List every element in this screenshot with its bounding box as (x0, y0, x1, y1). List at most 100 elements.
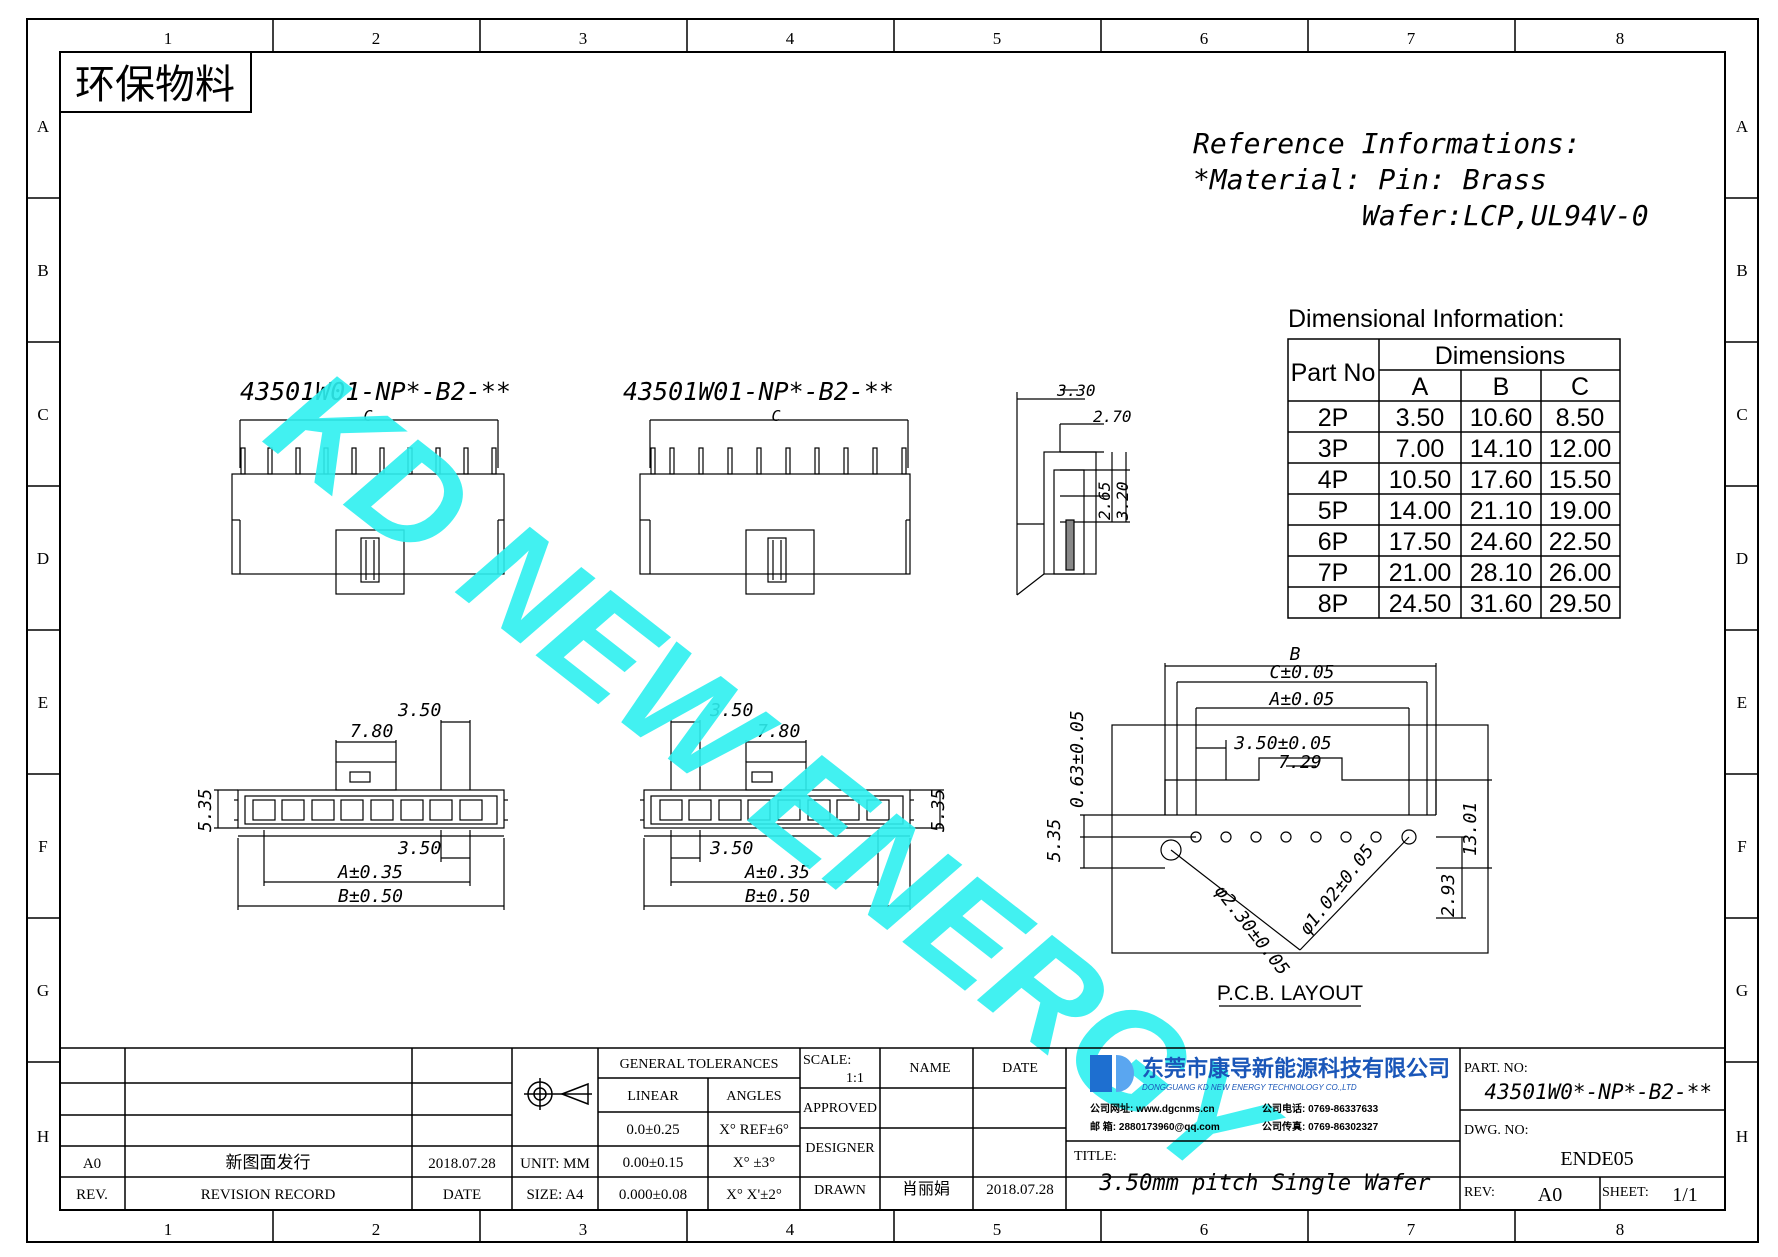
rev-number-value: A0 (1538, 1184, 1562, 1206)
right-bottom-dim-780: 7.80 (757, 721, 800, 742)
dim-row-a: 14.00 (1389, 497, 1452, 525)
zone-col-label: 6 (1200, 29, 1209, 48)
dim-row-a: 24.50 (1389, 590, 1452, 618)
zone-col-label: 4 (786, 29, 795, 48)
zone-col-label: 2 (372, 29, 381, 48)
scale-label: SCALE: (803, 1053, 851, 1068)
pcb-dim-1301: 13.01 (1460, 802, 1481, 856)
zone-col-label: 3 (579, 1220, 588, 1239)
dim-row-c: 8.50 (1556, 404, 1605, 432)
pcb-dim-hole-big: φ2.30±0.05 (1210, 881, 1293, 979)
pcb-dim-b: B (1290, 644, 1301, 665)
dim-row-b: 21.10 (1470, 497, 1533, 525)
zone-row-label: C (37, 405, 48, 424)
zone-row-label: C (1736, 405, 1747, 424)
tol-linear-1: 0.0±0.25 (626, 1122, 679, 1138)
revision-record-value: 新图面发行 (226, 1153, 311, 1172)
part-no-value: 43501W0*-NP*-B2-** (1484, 1080, 1712, 1104)
tol-linear-3: 0.000±0.08 (619, 1187, 687, 1203)
dim-row-b: 31.60 (1470, 590, 1533, 618)
zone-row-label: B (37, 261, 48, 280)
scale-value: 1:1 (846, 1071, 864, 1086)
bottom-view-right (640, 720, 944, 910)
rev-value: A0 (83, 1156, 101, 1172)
dimensional-title: Dimensional Information: (1288, 305, 1565, 333)
dim-row-part: 2P (1318, 404, 1349, 432)
rev-label: REV: (1464, 1185, 1495, 1200)
pcb-dim-a: A±0.05 (1268, 689, 1334, 710)
right-bottom-dim-pitch: 3.50 (709, 700, 753, 721)
linear-header: LINEAR (627, 1089, 679, 1104)
company-tel: 公司电话: 0769-86337633 (1262, 1102, 1379, 1115)
title-block (60, 1047, 1725, 1210)
dwg-no-value: ENDE05 (1560, 1148, 1633, 1170)
zone-row-label: E (1737, 693, 1747, 712)
dim-row-part: 4P (1318, 466, 1349, 494)
dim-row-b: 28.10 (1470, 559, 1533, 587)
pcb-dim-c: C±0.05 (1269, 662, 1334, 683)
zone-col-label: 3 (579, 29, 588, 48)
right-bottom-dim-pitch2: 3.50 (709, 838, 753, 859)
side-dim-270: 2.70 (1093, 407, 1132, 426)
dim-row-c: 29.50 (1549, 590, 1612, 618)
dim-row-part: 5P (1318, 497, 1349, 525)
dim-row-b: 24.60 (1470, 528, 1533, 556)
zone-col-label: 5 (993, 29, 1002, 48)
company-name-en: DONGGUANG KD NEW ENERGY TECHNOLOGY CO.,L… (1142, 1083, 1357, 1092)
right-part-label: 43501W01-NP*-B2-** (623, 377, 894, 406)
dim-row-c: 12.00 (1549, 435, 1612, 463)
dim-row-c: 15.50 (1549, 466, 1612, 494)
dim-row-b: 10.60 (1470, 404, 1533, 432)
dim-col-a: A (1412, 373, 1429, 401)
date-header: DATE (443, 1187, 481, 1203)
part-no-label: PART. NO: (1464, 1061, 1528, 1076)
approved-label: APPROVED (803, 1101, 877, 1116)
dim-row-b: 17.60 (1470, 466, 1533, 494)
left-bottom-dim-a: A±0.35 (337, 862, 403, 883)
pcb-dim-hole-small: φ1.02±0.05 (1295, 841, 1378, 939)
rev-header: REV. (76, 1187, 108, 1203)
front-view-left (231, 419, 505, 595)
sheet-value: 1/1 (1672, 1184, 1698, 1206)
zone-col-label: 8 (1616, 29, 1625, 48)
left-bottom-dim-pitch2: 3.50 (397, 838, 441, 859)
zone-row-label: A (1736, 117, 1749, 136)
zone-col-label: 8 (1616, 1220, 1625, 1239)
left-bottom-dim-b: B±0.50 (338, 886, 403, 907)
designer-label: DESIGNER (805, 1141, 875, 1156)
drawn-name: 肖丽娟 (902, 1180, 950, 1198)
projection-symbol-icon (524, 1078, 592, 1110)
left-dim-c: C (363, 407, 372, 425)
front-view-right (639, 419, 911, 595)
dim-row-part: 7P (1318, 559, 1349, 587)
unit-label: UNIT: MM (520, 1156, 590, 1172)
dimensional-table (1287, 338, 1621, 619)
zone-col-label: 5 (993, 1220, 1002, 1239)
dim-row-part: 3P (1318, 435, 1349, 463)
dim-row-c: 26.00 (1549, 559, 1612, 587)
dim-row-part: 6P (1318, 528, 1349, 556)
zone-row-label: B (1736, 261, 1747, 280)
zone-row-label: H (1736, 1127, 1748, 1146)
size-label: SIZE: A4 (526, 1187, 584, 1203)
pcb-dim-063: 0.63±0.05 (1067, 710, 1088, 808)
dim-row-a: 10.50 (1389, 466, 1452, 494)
side-dim-320: 3.20 (1113, 481, 1132, 521)
side-view (1016, 389, 1130, 596)
dim-row-a: 21.00 (1389, 559, 1452, 587)
company-fax: 公司传真: 0769-86302327 (1262, 1120, 1379, 1133)
dim-row-b: 14.10 (1470, 435, 1533, 463)
title-label: TITLE: (1074, 1149, 1117, 1164)
right-bottom-dim-535: 5.35 (928, 789, 949, 832)
reference-wafer: Wafer:LCP,UL94V-0 (1362, 199, 1649, 232)
zone-col-label: 7 (1407, 29, 1416, 48)
zone-row-label: D (1736, 549, 1748, 568)
revision-date-value: 2018.07.28 (428, 1156, 496, 1172)
right-bottom-dim-a: A±0.35 (744, 862, 810, 883)
name-header: NAME (909, 1061, 950, 1076)
bottom-view-left (214, 720, 508, 910)
drawing-title: 3.50mm pitch Single Wafer (1098, 1171, 1431, 1196)
eco-stamp: 环保物料 (75, 62, 235, 107)
zone-col-label: 4 (786, 1220, 795, 1239)
sheet-label: SHEET: (1602, 1185, 1649, 1200)
